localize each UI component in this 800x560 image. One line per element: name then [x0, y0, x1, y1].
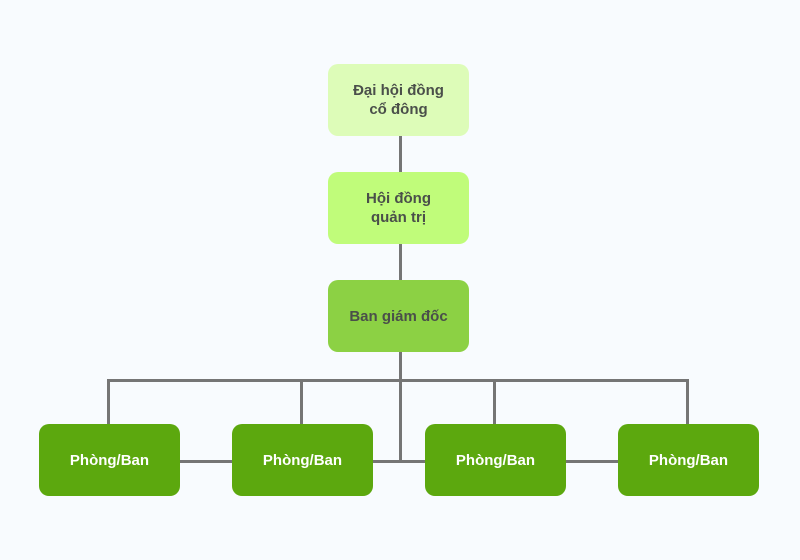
connector-management-trunk	[399, 351, 402, 462]
connector-shareholders-board	[399, 136, 402, 172]
node-board[interactable]: Hội đồng quản trị	[328, 172, 469, 244]
node-shareholders[interactable]: Đại hội đồng cổ đông	[328, 64, 469, 136]
node-management-label: Ban giám đốc	[349, 307, 448, 325]
connector-dept1-dept2	[180, 460, 233, 463]
node-shareholders-label: Đại hội đồng cổ đông	[353, 82, 444, 118]
node-dept-2-label: Phòng/Ban	[262, 451, 343, 469]
connector-drop-dept4	[686, 379, 689, 425]
node-dept-3[interactable]: Phòng/Ban	[425, 424, 566, 496]
node-dept-4[interactable]: Phòng/Ban	[618, 424, 759, 496]
node-dept-2[interactable]: Phòng/Ban	[232, 424, 373, 496]
node-board-label: Hội đồng quản trị	[366, 190, 431, 226]
connector-drop-dept2	[300, 379, 303, 425]
node-dept-1-label: Phòng/Ban	[69, 451, 150, 469]
connector-dept2-dept3	[373, 460, 426, 463]
connector-horizontal-bus	[107, 379, 689, 382]
connector-dept3-dept4	[566, 460, 619, 463]
node-management[interactable]: Ban giám đốc	[328, 280, 469, 352]
node-dept-1[interactable]: Phòng/Ban	[39, 424, 180, 496]
node-dept-4-label: Phòng/Ban	[648, 451, 729, 469]
node-dept-3-label: Phòng/Ban	[455, 451, 536, 469]
connector-board-management	[399, 244, 402, 280]
connector-drop-dept1	[107, 379, 110, 425]
connector-drop-dept3	[493, 379, 496, 425]
